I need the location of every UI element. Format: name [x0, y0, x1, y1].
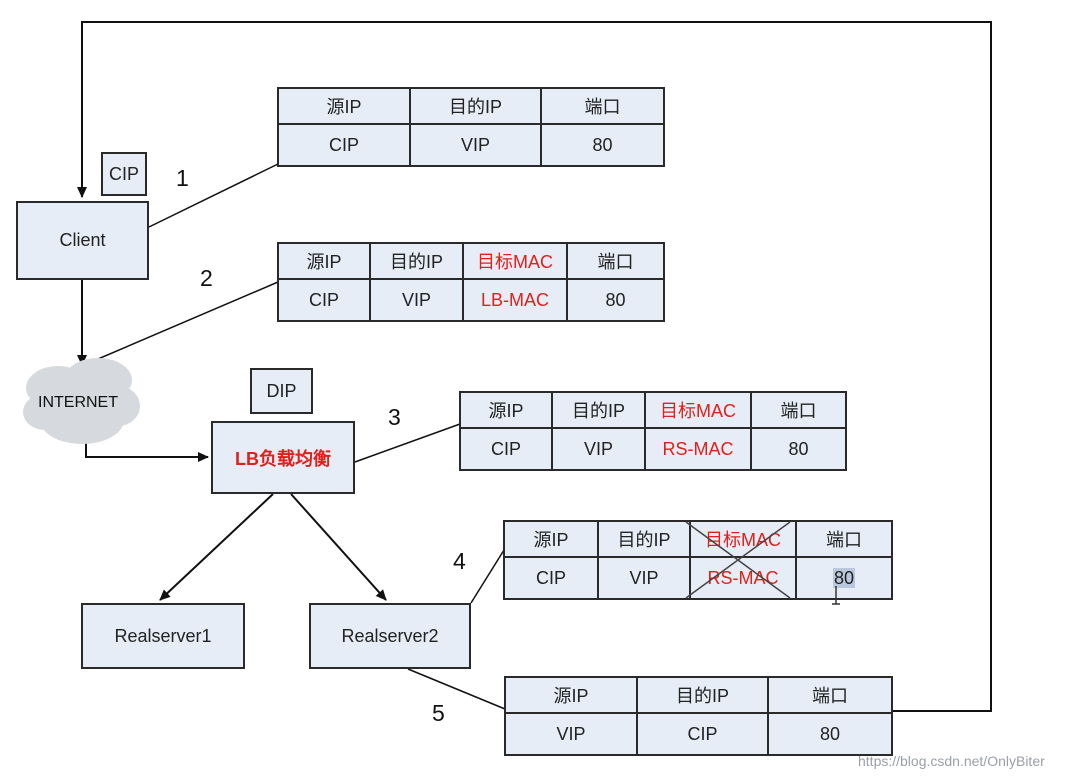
value-cell: VIP	[369, 278, 464, 322]
header-cell: 源IP	[277, 242, 371, 280]
realserver1-node: Realserver1	[81, 603, 245, 669]
value-cell: CIP	[503, 556, 599, 600]
header-cell: 源IP	[503, 520, 599, 558]
value-cell: 80	[767, 712, 893, 756]
value-cell-mac: LB-MAC	[462, 278, 568, 322]
header-cell: 端口	[767, 676, 893, 714]
packet-table-4: 源IP 目的IP 目标MAC 端口 CIP VIP RS-MAC 80	[503, 520, 893, 600]
cip-tag: CIP	[101, 152, 147, 196]
value-cell: CIP	[459, 427, 553, 471]
value-cell-port-selected: 80	[795, 556, 893, 600]
lb-label: LB负载均衡	[235, 448, 331, 469]
realserver2-node: Realserver2	[309, 603, 471, 669]
header-cell: 源IP	[459, 391, 553, 429]
header-cell: 目的IP	[409, 87, 542, 125]
dip-tag: DIP	[250, 368, 313, 414]
header-cell: 源IP	[504, 676, 638, 714]
packet-table-5: 源IP 目的IP 端口 VIP CIP 80	[504, 676, 893, 756]
value-cell: VIP	[504, 712, 638, 756]
lb-node: LB负载均衡	[211, 421, 355, 494]
table-header-row: 源IP 目的IP 目标MAC 端口	[503, 520, 893, 558]
step-number-5: 5	[432, 700, 445, 726]
internet-cloud-icon	[23, 358, 140, 444]
table-value-row: CIP VIP LB-MAC 80	[277, 278, 665, 322]
header-cell: 目的IP	[551, 391, 646, 429]
header-cell: 端口	[540, 87, 665, 125]
value-cell-mac-crossed: RS-MAC	[689, 556, 797, 600]
table-value-row: VIP CIP 80	[504, 712, 893, 756]
lb-to-rs2-arrow	[290, 493, 387, 601]
table-value-row: CIP VIP RS-MAC 80	[503, 556, 893, 600]
client-label: Client	[59, 230, 106, 250]
callout-line-3	[354, 423, 461, 463]
callout-line-1	[148, 163, 279, 228]
header-cell-mac-crossed: 目标MAC	[689, 520, 797, 558]
selected-port-value: 80	[832, 567, 856, 588]
header-cell-mac: 目标MAC	[462, 242, 568, 280]
value-cell: 80	[750, 427, 847, 471]
table-header-row: 源IP 目的IP 目标MAC 端口	[459, 391, 847, 429]
value-cell: CIP	[636, 712, 769, 756]
value-cell: CIP	[277, 123, 411, 167]
callout-line-5	[407, 668, 506, 710]
lb-to-rs1-arrow	[159, 493, 274, 601]
value-cell: CIP	[277, 278, 371, 322]
header-cell: 目的IP	[597, 520, 691, 558]
header-cell: 目的IP	[636, 676, 769, 714]
return-path-line	[77, 21, 992, 712]
watermark: https://blog.csdn.net/OnlyBiter	[858, 753, 1045, 769]
value-cell: VIP	[551, 427, 646, 471]
step-number-1: 1	[176, 165, 189, 191]
header-cell: 端口	[566, 242, 665, 280]
callout-line-2	[83, 281, 279, 366]
table-header-row: 源IP 目的IP 目标MAC 端口	[277, 242, 665, 280]
realserver1-label: Realserver1	[114, 625, 212, 646]
table-header-row: 源IP 目的IP 端口	[504, 676, 893, 714]
dip-tag-label: DIP	[266, 380, 297, 401]
value-cell: 80	[566, 278, 665, 322]
header-cell-mac: 目标MAC	[644, 391, 752, 429]
value-cell: VIP	[409, 123, 542, 167]
header-cell: 端口	[750, 391, 847, 429]
header-cell: 目的IP	[369, 242, 464, 280]
step-number-4: 4	[453, 548, 466, 574]
step-number-3: 3	[388, 404, 401, 430]
callout-line-4	[470, 549, 505, 604]
value-cell-mac: RS-MAC	[644, 427, 752, 471]
packet-table-2: 源IP 目的IP 目标MAC 端口 CIP VIP LB-MAC 80	[277, 242, 665, 322]
table-value-row: CIP VIP RS-MAC 80	[459, 427, 847, 471]
table-value-row: CIP VIP 80	[277, 123, 665, 167]
header-cell: 源IP	[277, 87, 411, 125]
header-cell: 端口	[795, 520, 893, 558]
value-cell: VIP	[597, 556, 691, 600]
cip-tag-label: CIP	[108, 163, 139, 184]
step-number-2: 2	[200, 265, 213, 291]
value-cell: 80	[540, 123, 665, 167]
table-header-row: 源IP 目的IP 端口	[277, 87, 665, 125]
packet-table-1: 源IP 目的IP 端口 CIP VIP 80	[277, 87, 665, 167]
packet-table-3: 源IP 目的IP 目标MAC 端口 CIP VIP RS-MAC 80	[459, 391, 847, 471]
realserver2-label: Realserver2	[341, 625, 439, 646]
internet-label: INTERNET	[38, 394, 118, 411]
client-node: Client	[16, 201, 149, 280]
